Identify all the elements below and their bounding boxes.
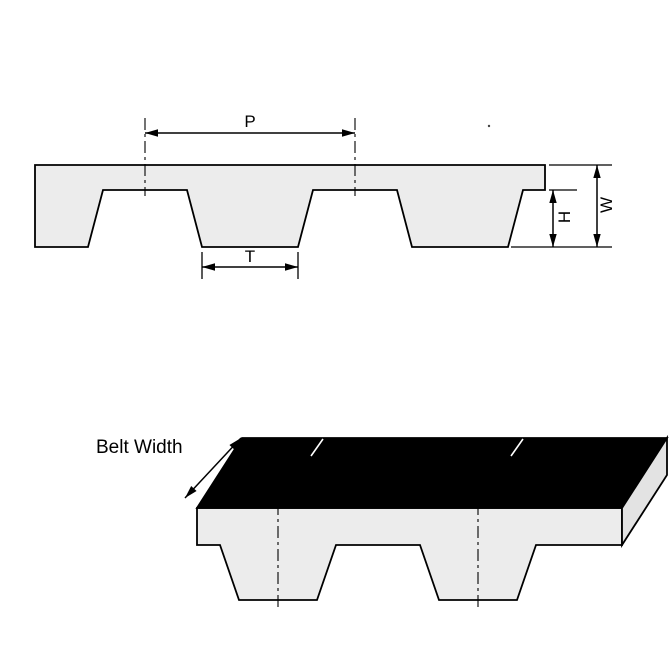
belt-width-annotation: Belt Width — [96, 437, 242, 499]
dimension-t: T — [201, 247, 299, 279]
dimension-w: W — [511, 164, 616, 248]
belt-front-face — [196, 507, 623, 601]
tooth-width-label: T — [245, 247, 255, 266]
dimension-h: H — [549, 189, 577, 247]
cross-section-view: P T H W — [34, 112, 616, 279]
belt-width-arrow — [184, 437, 242, 499]
speck — [487, 124, 491, 128]
pitch-label: P — [244, 112, 255, 131]
belt-profile — [34, 164, 546, 248]
belt-end-face — [621, 434, 668, 549]
belt-top-face — [195, 437, 669, 509]
top-face-tick-left — [310, 438, 324, 457]
dimension-p: P — [145, 112, 355, 137]
belt-width-label: Belt Width — [96, 437, 183, 458]
top-face-tick-right — [510, 438, 524, 457]
tooth-height-label: H — [555, 211, 574, 223]
belt-thickness-label: W — [597, 197, 616, 213]
isometric-view: Belt Width — [96, 434, 669, 607]
